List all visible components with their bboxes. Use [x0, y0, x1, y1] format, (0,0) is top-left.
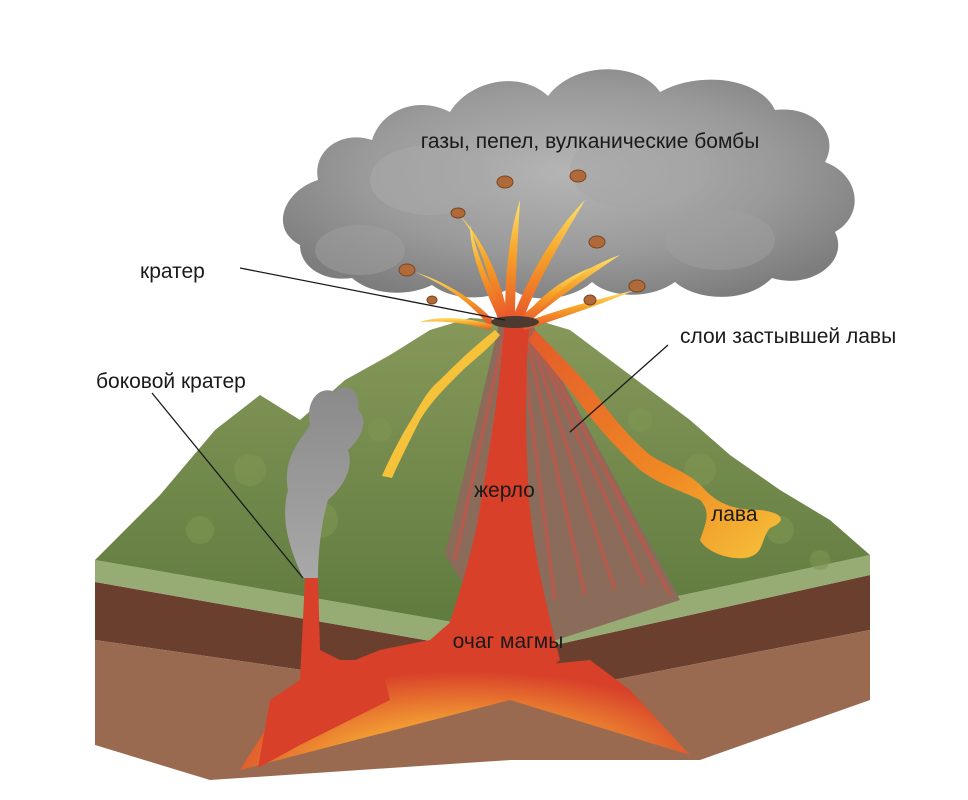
side-crater-smoke [285, 387, 364, 578]
magma-system [240, 320, 690, 770]
label-crater: кратер [140, 260, 205, 283]
label-vent: жерло [474, 479, 535, 502]
grass-edge-left [95, 560, 510, 655]
label-lava-layers: слои застывшей лавы [680, 325, 896, 348]
left-lava-flow [382, 330, 500, 478]
magma-chamber [240, 605, 690, 770]
grass-edge-right [510, 555, 870, 655]
label-magma-chamber: очаг магмы [453, 630, 564, 653]
label-gases: газы, пепел, вулканические бомбы [421, 130, 760, 153]
crater-mouth [491, 316, 539, 328]
eruption-fountain [415, 200, 635, 330]
side-crater-leader [151, 392, 304, 579]
crater-leader [239, 267, 506, 321]
ash-cloud [282, 69, 855, 299]
label-side-crater: боковой кратер [96, 370, 246, 393]
right-lava-flow [528, 330, 781, 559]
lava-layers-leader [569, 344, 669, 433]
volcanic-bombs [398, 169, 646, 306]
lava-flows [382, 330, 781, 559]
label-lava: лава [711, 503, 758, 526]
side-vent [258, 578, 390, 768]
